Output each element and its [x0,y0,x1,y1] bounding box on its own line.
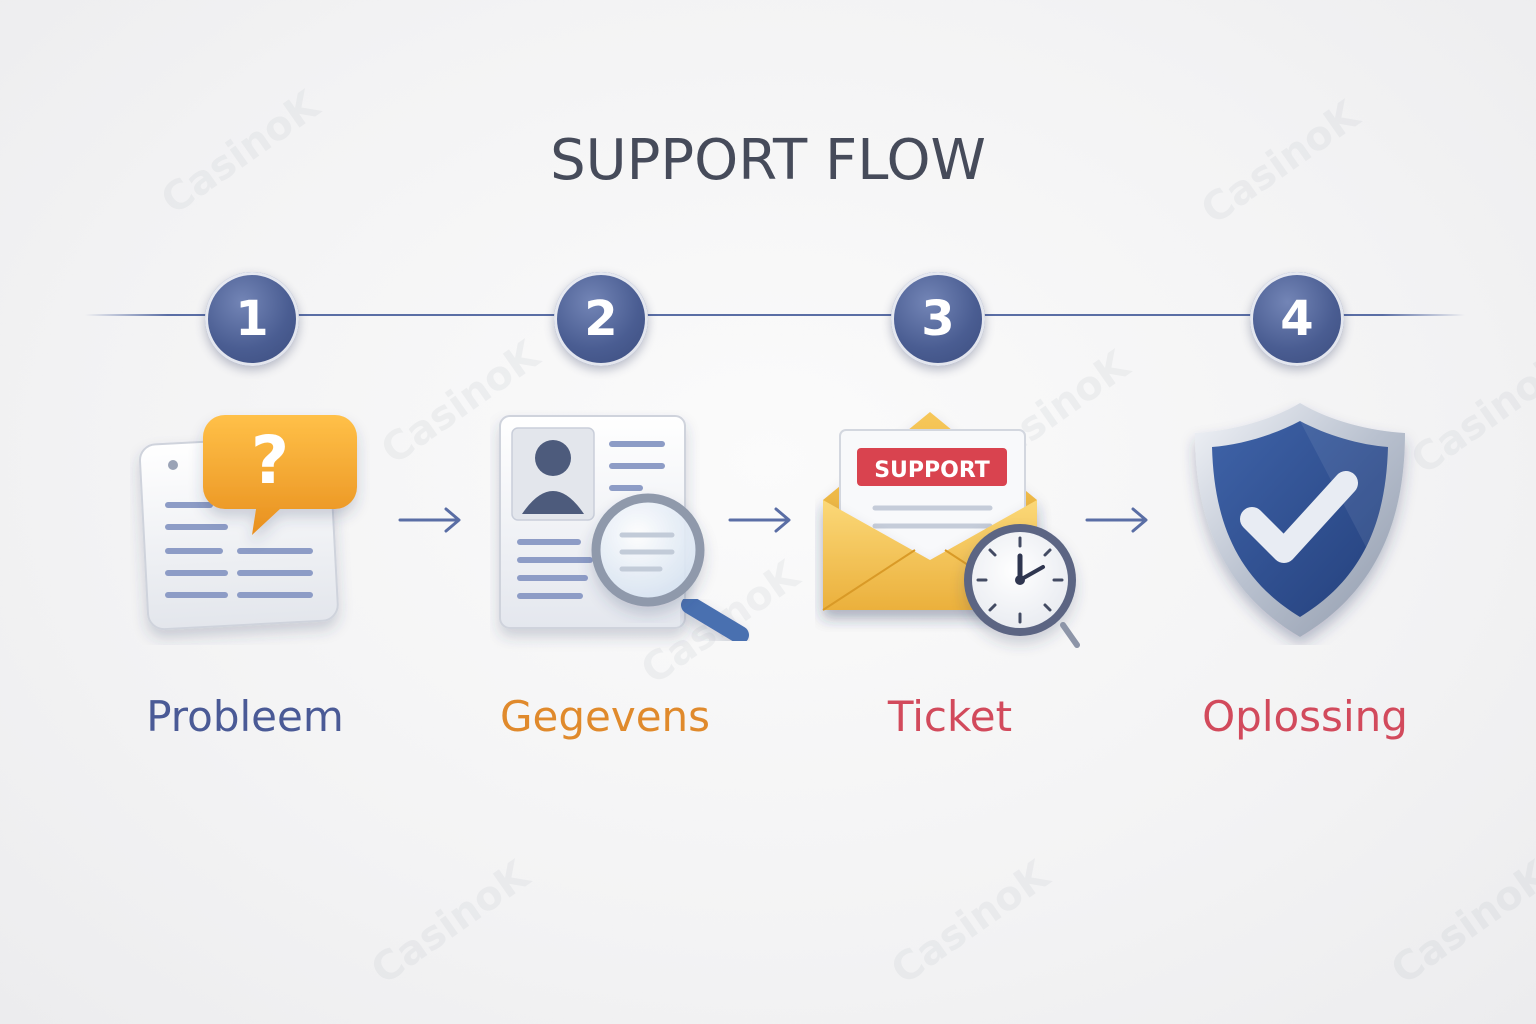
arrow-right-icon [728,507,791,533]
shield-check-icon [1195,403,1405,637]
profile-magnifier-icon [499,415,749,644]
arrow-right-icon [398,507,461,533]
step-badge-3: 3 [891,272,985,366]
step-label-oplossing: Oplossing [1202,692,1408,741]
document-question-icon: ? [138,415,357,631]
step-label-gegevens: Gegevens [499,692,711,741]
step-label-probleem: Probleem [146,692,344,741]
watermark: CasinoK [1403,342,1536,484]
step-badge-1: 1 [205,272,299,366]
watermark: CasinoK [363,852,538,994]
watermark: CasinoK [883,852,1058,994]
timeline-line [85,314,1465,316]
svg-text:?: ? [251,422,289,499]
envelope-support-text: SUPPORT [874,458,990,483]
page-title: SUPPORT FLOW [550,128,986,193]
step-badge-2: 2 [554,272,648,366]
step-label-ticket: Ticket [887,692,1013,741]
step-badge-4: 4 [1250,272,1344,366]
arrow-right-icon [1085,507,1148,533]
watermark: CasinoK [1383,852,1536,994]
envelope-clock-icon: SUPPORT [822,412,1080,648]
